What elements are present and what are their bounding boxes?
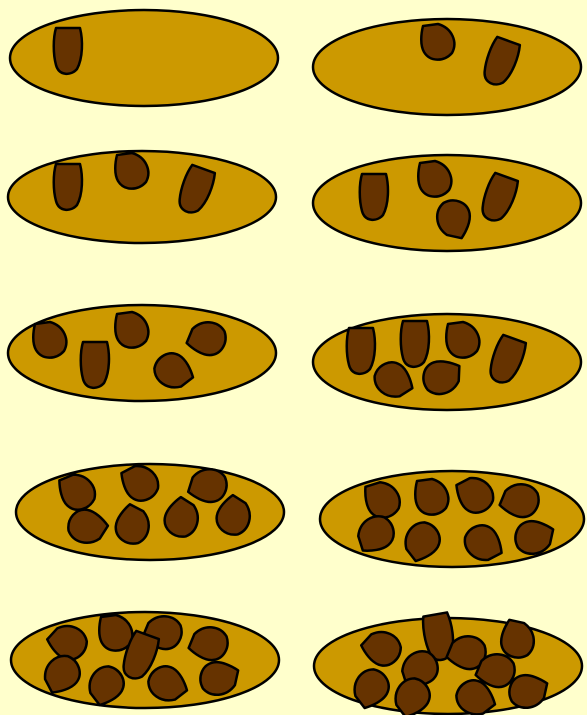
seed — [115, 153, 148, 189]
seed — [347, 328, 375, 374]
seed-platter — [313, 314, 581, 410]
seed — [418, 161, 451, 197]
seed — [54, 164, 82, 210]
seed-platter — [313, 19, 581, 115]
seed — [421, 24, 454, 60]
seed-platter — [8, 151, 276, 243]
seed — [81, 342, 109, 388]
seed-platter — [314, 612, 582, 715]
seed — [415, 479, 448, 515]
seed-platter — [320, 471, 584, 567]
seed-platter — [313, 155, 581, 251]
seed-platter — [11, 609, 279, 708]
seed — [360, 174, 388, 220]
seed — [446, 322, 479, 358]
seed-platter — [10, 10, 278, 106]
seed — [115, 312, 148, 348]
seed-platter — [8, 305, 276, 401]
seed — [401, 321, 429, 367]
platter-ellipse — [10, 10, 278, 106]
seed — [33, 322, 66, 358]
platter-ellipse — [320, 471, 584, 567]
seed-platter — [16, 461, 284, 560]
seed — [54, 28, 82, 74]
